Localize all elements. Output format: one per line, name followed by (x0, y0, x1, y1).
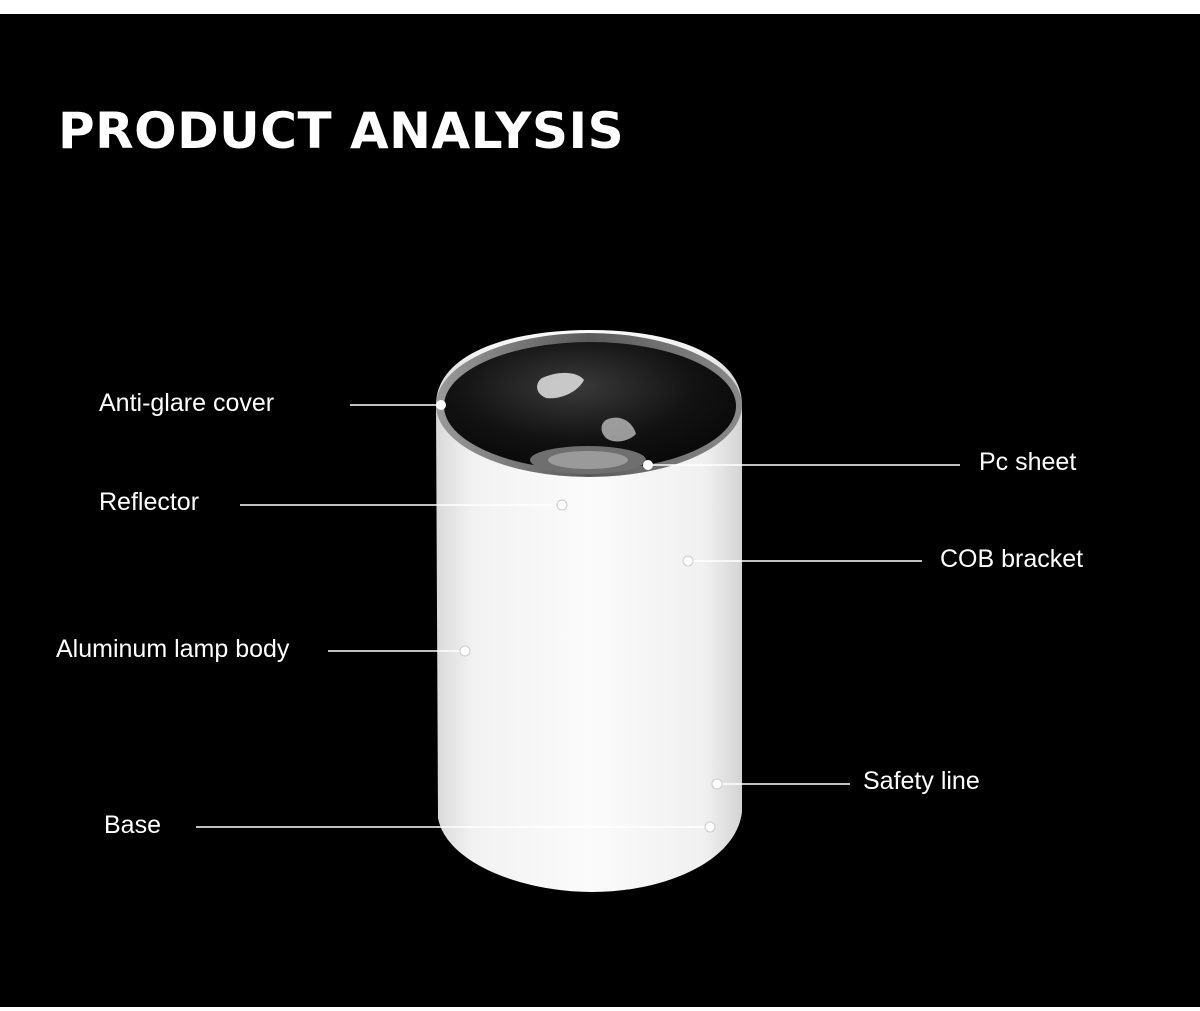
page-title: PRODUCT ANALYSIS (58, 102, 625, 160)
dot-anti-glare-cover (436, 400, 446, 410)
leader-lines (196, 404, 960, 828)
reflector-cavity (444, 342, 736, 470)
label-reflector: Reflector (99, 488, 200, 516)
dot-pc-sheet (643, 460, 653, 470)
label-pc-sheet: Pc sheet (979, 448, 1077, 476)
label-aluminum-lamp-body: Aluminum lamp body (56, 635, 290, 663)
dot-safety-line (711, 778, 723, 790)
label-safety-line: Safety line (863, 767, 980, 795)
label-cob-bracket: COB bracket (940, 545, 1084, 573)
aluminum-lamp-body-shape (436, 330, 742, 892)
dot-reflector (556, 499, 568, 511)
reflector-highlight-left (537, 372, 584, 399)
label-base: Base (104, 811, 161, 839)
dot-base (704, 821, 716, 833)
dot-cob-bracket (682, 555, 694, 567)
anchor-dots (436, 400, 723, 833)
pc-sheet-lens-inner (548, 451, 628, 469)
reflector-highlight-right (601, 417, 636, 442)
dot-aluminum-lamp-body (459, 645, 471, 657)
label-anti-glare-cover: Anti-glare cover (99, 389, 275, 417)
